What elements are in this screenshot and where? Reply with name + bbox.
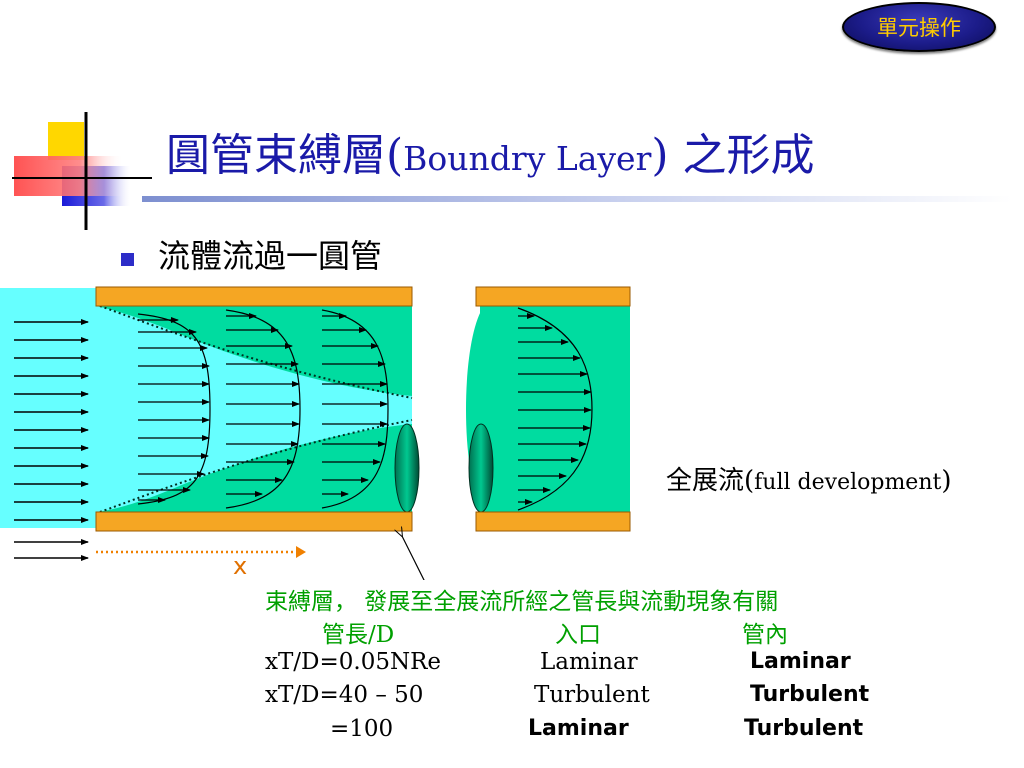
inlet-velocity-arrows [14,319,89,561]
pipe-end-ellipse [394,423,420,513]
row-3-ratio: =100 [330,716,394,742]
pipe-wall-top-2 [475,286,631,307]
pipe-wall-bottom-2 [475,511,631,532]
pipe-flow-diagram [0,286,631,580]
header-inside: 管內 [742,622,788,648]
full-development-close: ) [941,466,952,496]
row-2-inlet: Turbulent [534,682,650,708]
unit-operation-button[interactable]: 單元操作 [842,2,996,52]
square-bullet-icon [121,253,134,266]
pointer-line [402,536,425,580]
full-development-cn: 全展流( [666,466,755,496]
caption-line: 束縛層， 發展至全展流所經之管長與流動現象有關 [265,589,779,615]
pipe-wall-top-1 [95,286,413,307]
row-3-inside: Turbulent [744,716,864,741]
velocity-profile-3 [321,309,389,509]
title-suffix: ) 之形成 [651,130,815,181]
row-2-inside: Turbulent [750,682,870,707]
inlet-fluid-region [0,288,100,528]
row-3-inlet: Laminar [528,716,629,741]
pipe-start-ellipse [468,423,494,513]
full-development-label: 全展流(full development) [666,460,952,497]
full-development-en: full development [754,470,942,495]
row-2-ratio: xT/D=40 – 50 [265,682,424,708]
pipe-wall-bottom-1 [95,511,413,532]
row-1-inside: Laminar [750,649,851,674]
unit-operation-label: 單元操作 [877,16,961,40]
header-inlet: 入口 [555,622,601,648]
square-blocks-logo-icon [12,112,152,230]
boundary-layer-top [96,306,412,396]
page-title: 圓管束縛層(Boundry Layer) 之形成 [166,128,815,187]
title-underline [142,196,1012,202]
title-english: Boundry Layer [403,139,652,178]
velocity-profile-2 [225,309,301,509]
bullet-text: 流體流過一圓管 [158,237,383,275]
velocity-profile-full [517,307,593,511]
header-length-ratio: 管長/D [322,622,395,648]
row-1-inlet: Laminar [540,649,638,675]
length-x-label: x [233,552,248,580]
row-1-ratio: xT/D=0.05NRe [265,649,442,675]
title-prefix: 圓管束縛層( [166,130,404,181]
fully-developed-region [480,306,630,512]
velocity-profile-1 [137,313,211,505]
